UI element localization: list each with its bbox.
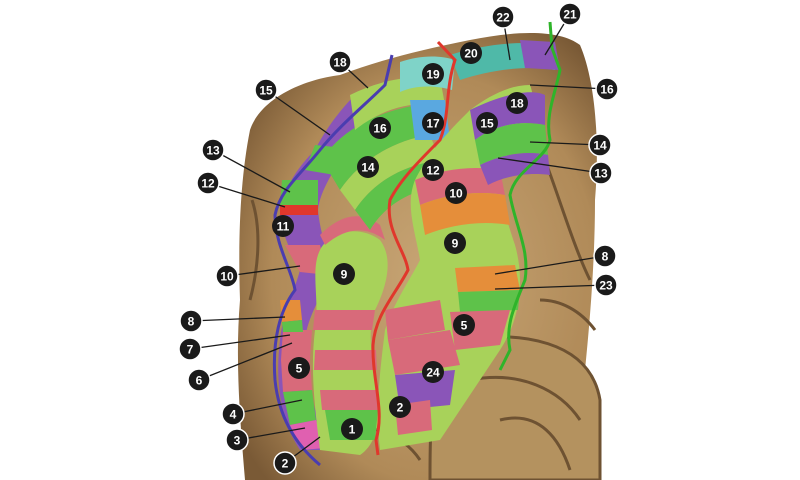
marker-right-14: 14 [588, 133, 612, 157]
svg-text:3: 3 [234, 434, 241, 448]
svg-text:10: 10 [220, 270, 234, 284]
red-boundary-line [371, 40, 457, 456]
marker-left-12: 12 [196, 171, 220, 195]
svg-text:19: 19 [426, 68, 440, 82]
marker-left-2: 2 [273, 451, 297, 475]
svg-text:5: 5 [296, 362, 303, 376]
marker-left-13: 13 [201, 138, 225, 162]
svg-text:8: 8 [188, 315, 195, 329]
svg-text:12: 12 [201, 177, 215, 191]
marker-left-4: 4 [221, 402, 245, 426]
svg-text:17: 17 [426, 117, 440, 131]
svg-text:9: 9 [341, 268, 348, 282]
svg-text:15: 15 [259, 84, 273, 98]
marker-top-21: 21 [558, 2, 582, 26]
marker-in-17: 17 [422, 112, 444, 134]
marker-in-24: 24 [422, 361, 444, 383]
svg-text:5: 5 [461, 319, 468, 333]
marker-in-19: 19 [422, 63, 444, 85]
marker-right-16: 16 [595, 77, 619, 101]
svg-text:14: 14 [593, 139, 607, 153]
marker-in-10: 10 [445, 182, 467, 204]
svg-text:23: 23 [599, 279, 613, 293]
svg-text:2: 2 [397, 401, 404, 415]
marker-in-18: 18 [506, 92, 528, 114]
marker-left-10: 10 [215, 264, 239, 288]
marker-right-8: 8 [593, 244, 617, 268]
marker-in-20: 20 [460, 42, 482, 64]
marker-left-3: 3 [225, 428, 249, 452]
svg-text:8: 8 [602, 250, 609, 264]
blue-boundary-line [272, 54, 394, 467]
marker-left-15: 15 [254, 78, 278, 102]
svg-text:10: 10 [449, 187, 463, 201]
marker-in-1: 1 [341, 418, 363, 440]
marker-in-12: 12 [422, 159, 444, 181]
marker-in-2: 2 [389, 396, 411, 418]
marker-in-5-left: 5 [288, 357, 310, 379]
marker-right-13: 13 [589, 161, 613, 185]
svg-text:18: 18 [510, 97, 524, 111]
marker-top-18: 18 [328, 50, 352, 74]
postcentral-gyri [377, 40, 560, 450]
svg-text:21: 21 [563, 8, 577, 22]
marker-in-9-right: 9 [444, 232, 466, 254]
leader-lines [189, 13, 608, 464]
svg-text:20: 20 [464, 47, 478, 61]
marker-top-22: 22 [491, 5, 515, 29]
svg-text:6: 6 [196, 374, 203, 388]
svg-text:2: 2 [282, 457, 289, 471]
marker-in-14: 14 [357, 156, 379, 178]
marker-right-23: 23 [594, 273, 618, 297]
svg-text:22: 22 [496, 11, 510, 25]
green-boundary-line [498, 21, 562, 371]
marker-in-15: 15 [476, 112, 498, 134]
marker-in-5-right: 5 [453, 314, 475, 336]
svg-text:16: 16 [600, 83, 614, 97]
svg-text:13: 13 [206, 144, 220, 158]
svg-text:12: 12 [426, 164, 440, 178]
marker-left-8: 8 [179, 309, 203, 333]
svg-text:11: 11 [277, 220, 290, 234]
marker-in-9-left: 9 [333, 263, 355, 285]
marker-in-11: 11 [272, 215, 294, 237]
svg-text:13: 13 [594, 167, 608, 181]
marker-in-16: 16 [369, 117, 391, 139]
svg-text:4: 4 [230, 408, 237, 422]
marker-left-6: 6 [187, 368, 211, 392]
svg-text:9: 9 [452, 237, 459, 251]
svg-text:16: 16 [373, 122, 387, 136]
svg-text:7: 7 [187, 343, 194, 357]
svg-text:24: 24 [426, 366, 440, 380]
svg-text:14: 14 [361, 161, 375, 175]
svg-text:15: 15 [480, 117, 494, 131]
marker-left-7: 7 [178, 337, 202, 361]
svg-text:18: 18 [333, 56, 347, 70]
svg-text:1: 1 [349, 423, 356, 437]
